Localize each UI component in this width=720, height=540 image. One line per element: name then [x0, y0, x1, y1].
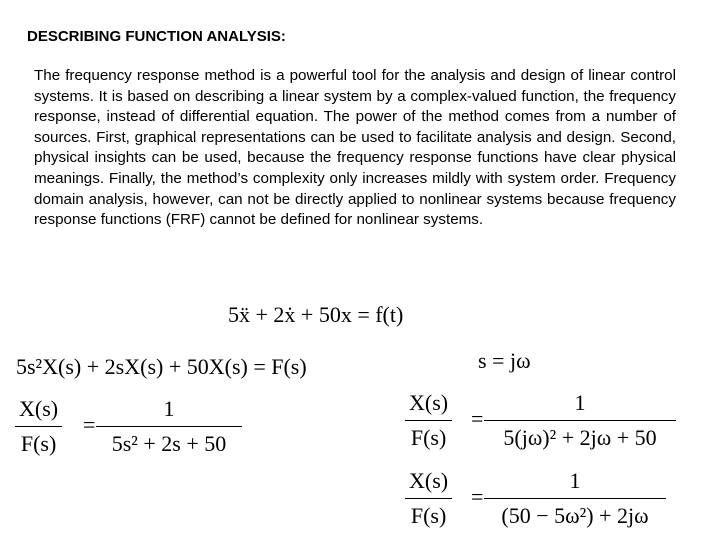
body-paragraph: The frequency response method is a power… — [34, 67, 676, 229]
tf2-equals: = — [471, 406, 484, 431]
tf1-lhs: X(s)F(s) — [15, 396, 63, 457]
heading: DESCRIBING FUNCTION ANALYSIS: — [27, 28, 286, 45]
tf3-equals: = — [471, 484, 484, 509]
tf2-lhs: X(s)F(s) — [405, 390, 453, 451]
equation-ode: 5ẍ + 2ẋ + 50x = f(t) — [228, 302, 404, 327]
tf3-rhs: 1(50 − 5ω²) + 2jω — [484, 468, 666, 529]
tf1-equals: = — [83, 412, 96, 437]
tf3-lhs: X(s)F(s) — [405, 468, 453, 529]
equation-substitution: s = jω — [478, 348, 531, 373]
equation-laplace: 5s²X(s) + 2sX(s) + 50X(s) = F(s) — [16, 354, 307, 379]
